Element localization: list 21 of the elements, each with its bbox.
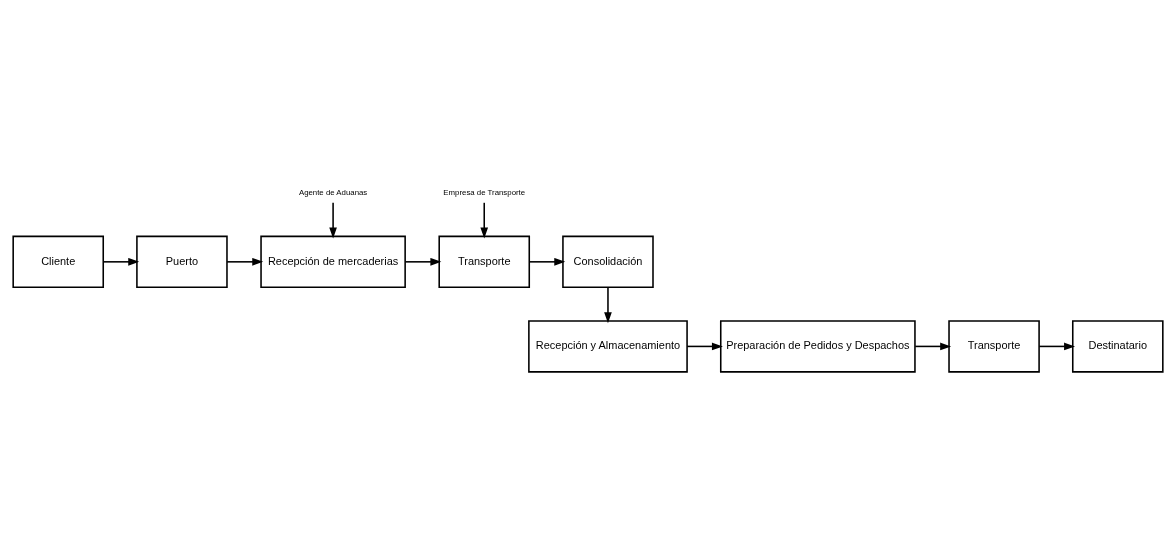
node-box: Destinatario [1071,319,1164,373]
arrow [480,201,489,239]
arrow [102,257,140,266]
arrow [1038,342,1076,350]
node-box: Cliente [12,235,105,288]
arrow [914,342,952,350]
arrow [329,201,337,239]
node-box: Transporte [948,319,1040,373]
node-box: Recepción de mercaderias [260,235,406,288]
node-box: Consolidación [562,235,654,288]
arrow [604,286,612,323]
arrow [404,257,442,266]
node-text: Agente de Aduanas [298,187,368,197]
arrow [226,257,264,266]
node-box: Recepción y Almacenamiento [528,319,688,373]
node-box: Transporte [438,235,531,288]
arrow [528,257,566,266]
node-box: Puerto [136,235,228,288]
node-box: Preparación de Pedidos y Despachos [719,319,916,373]
arrow [686,342,723,350]
node-text: Empresa de Transporte [443,187,526,197]
